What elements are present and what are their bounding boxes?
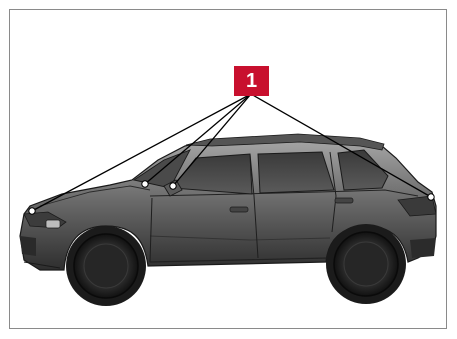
rear-wheel [326, 224, 406, 304]
front-wheel [66, 226, 146, 306]
callout-number: 1 [234, 66, 269, 96]
sensor-point-front [29, 208, 35, 214]
sensor-point-windshield [142, 181, 148, 187]
sensor-point-mirror [170, 183, 176, 189]
sensor-point-rear [428, 194, 434, 200]
